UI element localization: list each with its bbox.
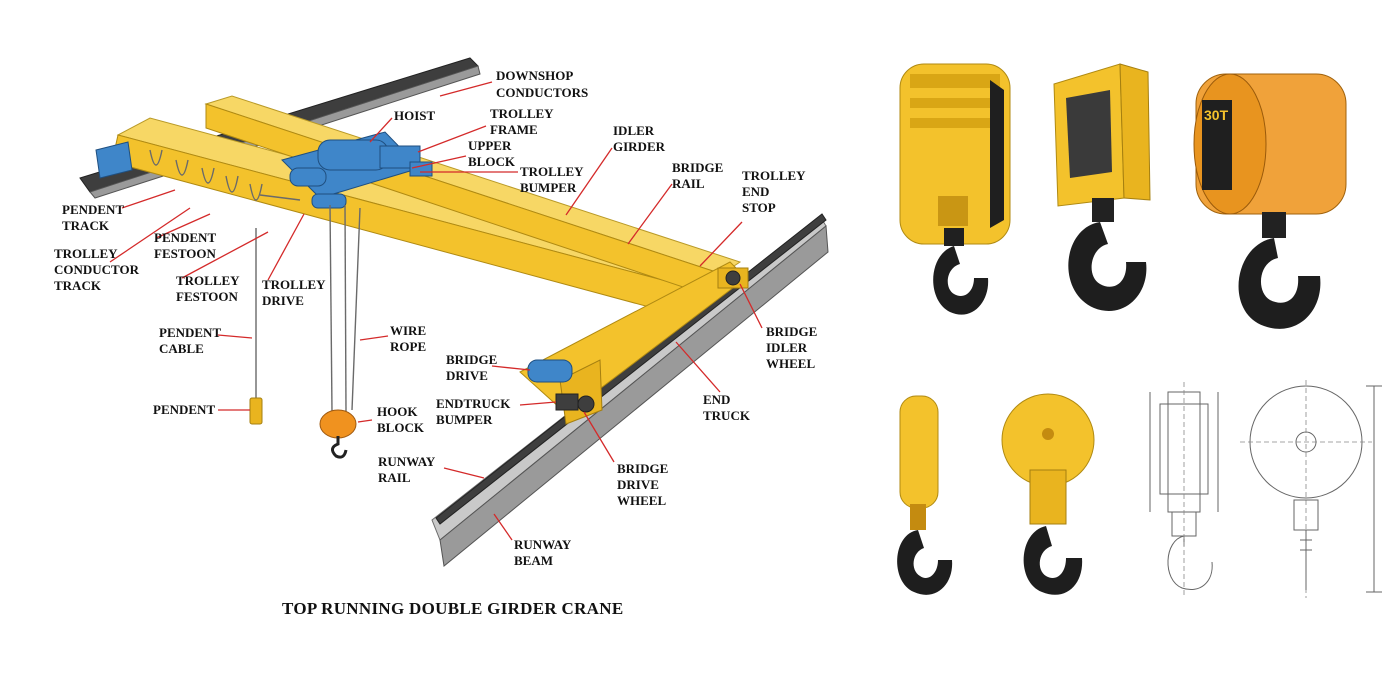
- endtruck-bumper: [555, 393, 579, 411]
- hook-block-photo-1: [899, 63, 1011, 315]
- trolley-drive-motor: [311, 193, 347, 209]
- diagram-caption: TOP RUNNING DOUBLE GIRDER CRANE: [282, 599, 623, 618]
- runway-beam-web: [439, 225, 829, 567]
- technical-drawing-side: [1149, 382, 1219, 596]
- hook-block-photo-4: [897, 395, 953, 595]
- festoon-loops: [149, 149, 301, 201]
- far-end-truck-drive: [95, 141, 133, 179]
- label-pendent: PENDENT: [153, 402, 215, 417]
- label-hoist: HOIST: [394, 108, 436, 123]
- bridge-drive-motor: [527, 359, 573, 383]
- wire-rope-2: [344, 204, 347, 413]
- hook: [331, 436, 348, 459]
- wire-rope-3: [351, 207, 361, 411]
- product-images: 30T: [897, 63, 1382, 598]
- bridge-drive-wheel: [577, 395, 595, 413]
- block-plate-text: 30T: [1204, 107, 1229, 123]
- pendent-station: [249, 397, 263, 425]
- hook-block-photo-2: [1053, 63, 1151, 311]
- hoist-motor: [289, 167, 327, 187]
- wire-rope-1: [329, 204, 333, 413]
- leader-lines: [109, 81, 763, 541]
- technical-drawing-front: [1240, 380, 1382, 598]
- hook-block-photo-5: [1001, 393, 1095, 595]
- hoist-drum: [317, 139, 389, 171]
- hook-block-photo-3: 30T: [1193, 73, 1347, 329]
- hook-block: [319, 409, 357, 439]
